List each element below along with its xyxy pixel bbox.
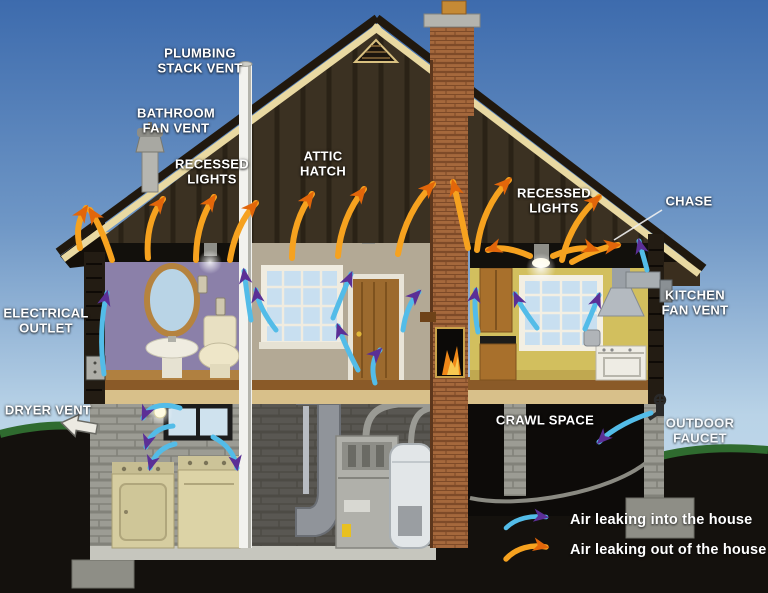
light-switch <box>215 297 226 316</box>
furnace-flue <box>362 400 432 439</box>
label-electrical-outlet: ELECTRICAL OUTLET <box>3 305 89 335</box>
leak-out-arrow-icon <box>503 537 550 562</box>
kettle <box>583 329 601 347</box>
mantel <box>420 312 436 322</box>
label-plumbing-stack-vent: PLUMBING STACK VENT <box>157 45 243 75</box>
leak-in-arrows <box>97 237 654 472</box>
living-room-window <box>259 265 345 349</box>
chase-pointer-line <box>613 209 663 241</box>
furnace <box>335 435 399 549</box>
legend-row-leak-out: Air leaking out of the house <box>502 535 767 565</box>
washer <box>177 456 241 549</box>
water-heater-flue <box>408 405 433 447</box>
chimney-flue <box>441 0 467 15</box>
stove <box>595 345 647 381</box>
leak-out-arrows <box>72 177 622 265</box>
label-outdoor-faucet: OUTDOOR FAUCET <box>665 415 735 445</box>
basement-window <box>163 403 233 441</box>
foundation-right <box>644 404 664 500</box>
toilet <box>198 315 240 378</box>
water-heater <box>389 443 433 549</box>
fascia-right <box>370 23 702 277</box>
label-recessed-lights-left: RECESSED LIGHTS <box>175 156 249 186</box>
kitchen <box>470 266 648 381</box>
main-floor-band <box>95 377 650 404</box>
fireplace <box>420 312 465 378</box>
gable-vent <box>352 38 400 63</box>
mirror <box>144 263 200 337</box>
footing-left <box>71 559 135 589</box>
chimney <box>420 0 481 548</box>
kitchen-cabinets <box>479 267 517 381</box>
bathroom-fan-vent-pipe <box>135 122 165 193</box>
countertop <box>480 336 516 344</box>
roof-edge-left <box>55 14 380 256</box>
door-knob <box>356 331 362 337</box>
basement <box>71 400 695 589</box>
label-bathroom-fan-vent: BATHROOM FAN VENT <box>137 105 215 135</box>
label-crawl-space: CRAWL SPACE <box>495 412 595 428</box>
crawl-space-pier <box>504 404 526 496</box>
legend-leak-out-text: Air leaking out of the house <box>570 542 767 558</box>
outdoor-faucet-fixture <box>647 393 667 421</box>
basement-floor-slab <box>90 546 436 560</box>
label-recessed-lights-right: RECESSED LIGHTS <box>517 185 591 215</box>
legend: Air leaking into the house Air leaking o… <box>502 505 767 565</box>
pedestal-sink <box>145 336 199 378</box>
footing-right <box>625 497 695 539</box>
crawl-space-floor <box>469 460 649 504</box>
fascia-left <box>60 23 383 262</box>
foundation-left <box>90 404 110 562</box>
dryer-vent-flap <box>59 413 99 438</box>
dryer <box>111 462 175 549</box>
kitchen-fan-vent-duct <box>625 271 673 303</box>
legend-row-leak-in: Air leaking into the house <box>502 505 767 535</box>
label-chase: CHASE <box>665 193 713 209</box>
label-attic-hatch: ATTIC HATCH <box>299 148 347 178</box>
label-dryer-vent: DRYER VENT <box>4 402 92 418</box>
label-kitchen-fan-vent: KITCHEN FAN VENT <box>661 287 729 317</box>
legend-leak-in-text: Air leaking into the house <box>570 512 753 528</box>
leak-in-arrow-icon <box>503 508 550 531</box>
chimney-cap <box>423 13 481 28</box>
bathroom <box>105 242 240 380</box>
light-switch <box>197 275 208 294</box>
window-sill <box>259 342 345 349</box>
